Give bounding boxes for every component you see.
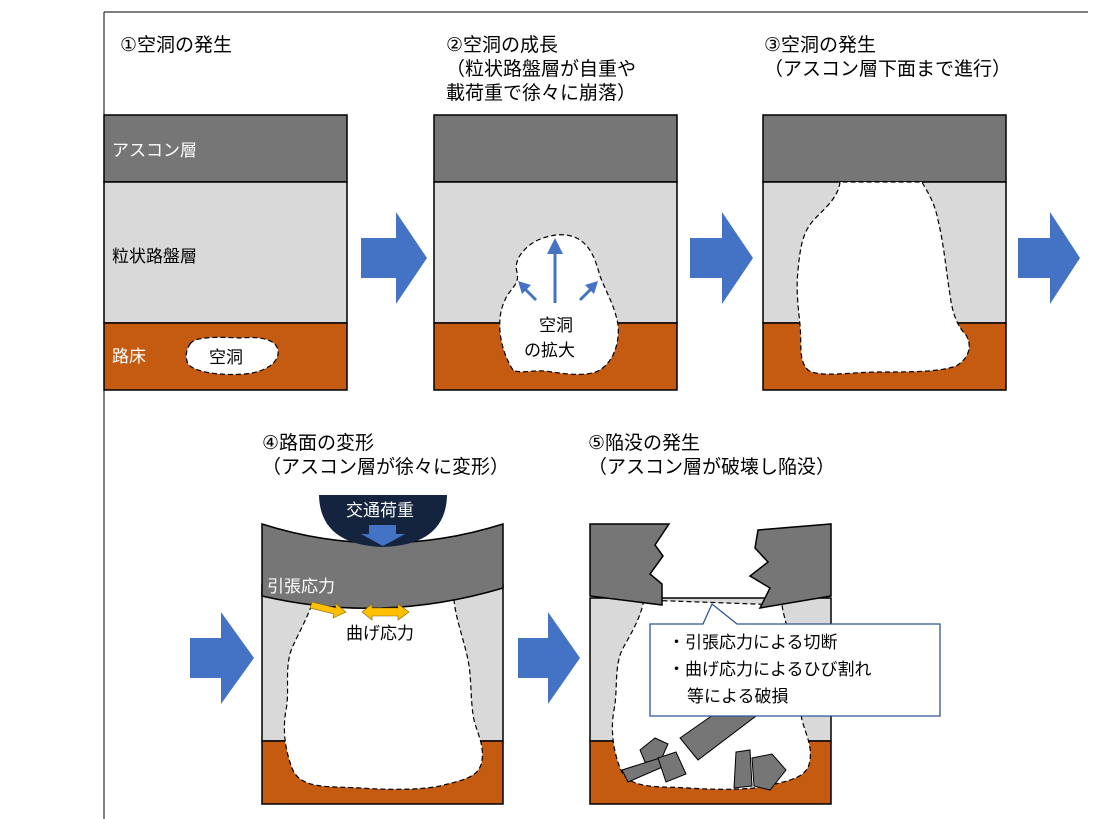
bending-stress-arrow — [361, 603, 410, 621]
broken-asphalt-right — [748, 523, 832, 609]
cavity-label: 空洞 — [209, 348, 243, 368]
step-3-title: ③空洞の発生 （アスコン層下面まで進行） — [764, 34, 1012, 80]
cavity-shape — [185, 336, 279, 376]
debris-piece — [639, 737, 669, 763]
expand-label-line1: 空洞 — [539, 316, 573, 336]
flow-arrow-5 — [518, 612, 580, 704]
expanding-cavity — [499, 234, 619, 376]
step-2-title: ①空洞の発生 ②空洞の成長 （粒状路盤層が自重や 載荷重で徐々に崩落） — [446, 34, 637, 104]
callout-line-1: ・引張応力による切断 — [668, 633, 838, 653]
debris-piece — [657, 751, 687, 783]
subgrade-label: 路床 — [112, 347, 146, 367]
step-1-title: ①空洞の発生 — [120, 34, 233, 56]
expand-label-line2: の拡大 — [524, 341, 575, 361]
callout-line-3: 等による破損 — [687, 687, 789, 707]
large-cavity — [796, 181, 970, 375]
large-cavity — [283, 589, 483, 790]
asphalt-layer — [433, 114, 678, 183]
step-4-title: ④路面の変形 （アスコン層が徐々に変形） — [262, 432, 510, 478]
panel-2: 空洞 の拡大 — [433, 114, 678, 391]
bending-stress-label: 曲げ応力 — [346, 624, 414, 644]
flow-arrow-4 — [190, 612, 254, 704]
asphalt-layer — [762, 114, 1007, 183]
traffic-load-wheel — [319, 495, 447, 547]
flow-arrow-2 — [690, 212, 753, 304]
callout-line-2: ・曲げ応力によるひび割れ — [668, 660, 872, 680]
broken-asphalt-left — [589, 523, 671, 606]
base-layer — [103, 181, 348, 324]
step-5-title: ⑤陥没の発生 （アスコン層が破壊し陥没） — [588, 432, 836, 478]
load-arrow — [361, 525, 405, 546]
tensile-stress-arrow — [309, 601, 347, 619]
damage-callout: ・引張応力による切断 ・曲げ応力によるひび割れ 等による破損 — [649, 602, 941, 717]
traffic-load-label: 交通荷重 — [346, 501, 414, 521]
tensile-stress-label: 引張応力 — [267, 577, 335, 597]
panel-3 — [762, 114, 1007, 391]
debris-piece — [733, 749, 753, 789]
expand-arrowhead-right — [585, 281, 598, 294]
flow-arrow-3 — [1018, 212, 1080, 304]
callout-box — [649, 602, 941, 717]
panel-4: 交通荷重 引張応力 曲げ応力 — [261, 495, 504, 805]
panel-1: アスコン層 粒状路盤層 路床 空洞 — [103, 114, 348, 391]
asphalt-label: アスコン層 — [112, 141, 197, 161]
base-label: 粒状路盤層 — [112, 247, 197, 267]
expand-arrowhead-left — [518, 281, 531, 294]
expand-arrowhead-up — [547, 238, 563, 254]
flow-arrow-1 — [361, 212, 427, 304]
debris-piece — [751, 753, 787, 791]
